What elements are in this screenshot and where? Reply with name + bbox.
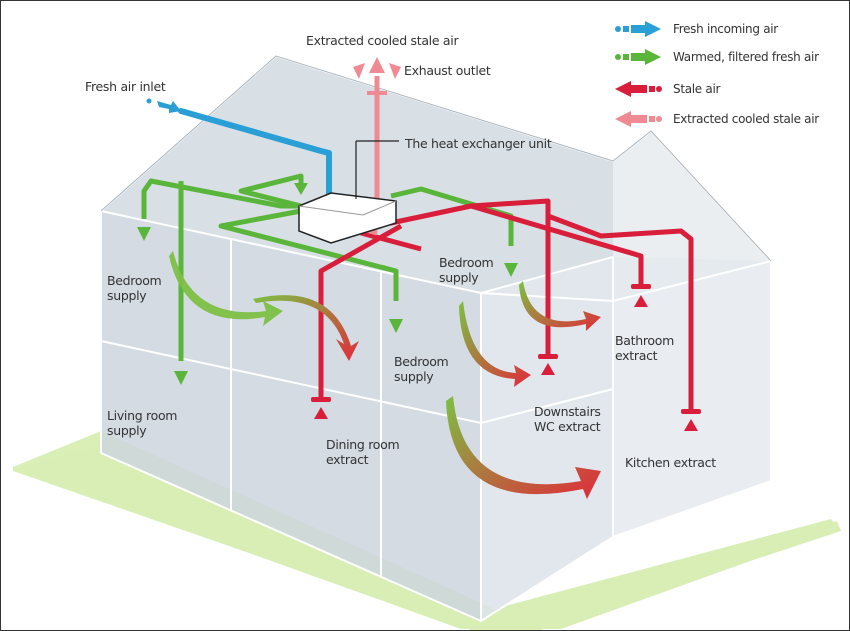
- label-heat-exchanger-unit: The heat exchanger unit: [405, 136, 552, 151]
- legend-item-fresh-incoming-air: Fresh incoming air: [613, 19, 778, 39]
- arrow-right-icon: [615, 21, 661, 37]
- arrow-left-icon: [615, 81, 662, 97]
- label-downstairs-wc-extract: Downstairs WC extract: [534, 404, 601, 434]
- label-line: WC extract: [534, 419, 601, 434]
- warmed-air-arrows: [137, 183, 518, 385]
- label-line: Downstairs: [534, 404, 601, 419]
- stale-air-extract-points: [311, 284, 701, 431]
- label-line: Living room: [107, 408, 178, 423]
- house-roof: [101, 56, 613, 293]
- warmed-air-ducts: [141, 173, 514, 361]
- ground: [15, 445, 839, 629]
- airflow-arrows: [169, 251, 601, 499]
- fresh-air-duct: [178, 108, 332, 204]
- label-line: supply: [439, 270, 479, 285]
- house-right-wall: [481, 257, 613, 621]
- fresh-air-inlet-arrow: [146, 98, 181, 113]
- label-dining-room-extract: Dining room extract: [326, 437, 400, 467]
- label-line: Bedroom: [394, 354, 449, 369]
- label-bedroom-supply-center: Bedroom supply: [394, 354, 449, 384]
- legend-label: Fresh incoming air: [673, 22, 778, 36]
- arrow-left-icon: [615, 111, 662, 127]
- legend-label: Warmed, filtered fresh air: [673, 50, 819, 64]
- label-line: supply: [394, 369, 434, 384]
- label-exhaust-outlet: Exhaust outlet: [404, 63, 491, 78]
- label-bedroom-supply-left: Bedroom supply: [107, 273, 162, 303]
- heat-exchanger-unit: [298, 140, 399, 244]
- label-line: Dining room: [326, 437, 400, 452]
- label-fresh-air-inlet: Fresh air inlet: [85, 79, 166, 94]
- label-line: extract: [326, 452, 369, 467]
- label-line: supply: [107, 423, 147, 438]
- exhaust-outlet-arrows: [353, 57, 401, 95]
- legend-label: Stale air: [673, 82, 721, 96]
- label-line: Bedroom: [107, 273, 162, 288]
- label-line: Bedroom: [439, 255, 494, 270]
- legend-item-extracted-cooled-stale-air: Extracted cooled stale air: [613, 109, 819, 129]
- label-bedroom-supply-right: Bedroom supply: [439, 255, 494, 285]
- label-line: extract: [615, 348, 658, 363]
- house-outline: [100, 55, 772, 262]
- arrow-right-icon: [615, 49, 661, 65]
- label-kitchen-extract: Kitchen extract: [625, 455, 716, 470]
- label-living-room-supply: Living room supply: [107, 408, 177, 438]
- label-bathroom-extract: Bathroom extract: [615, 333, 674, 363]
- legend-item-stale-air: Stale air: [613, 79, 720, 99]
- label-line: supply: [107, 288, 147, 303]
- legend-label: Extracted cooled stale air: [673, 112, 819, 126]
- legend-item-warmed-filtered-fresh-air: Warmed, filtered fresh air: [613, 47, 819, 67]
- house-left-wall: [101, 211, 481, 621]
- label-line: Bathroom: [615, 333, 674, 348]
- label-extracted-cooled-stale-air: Extracted cooled stale air: [306, 33, 459, 48]
